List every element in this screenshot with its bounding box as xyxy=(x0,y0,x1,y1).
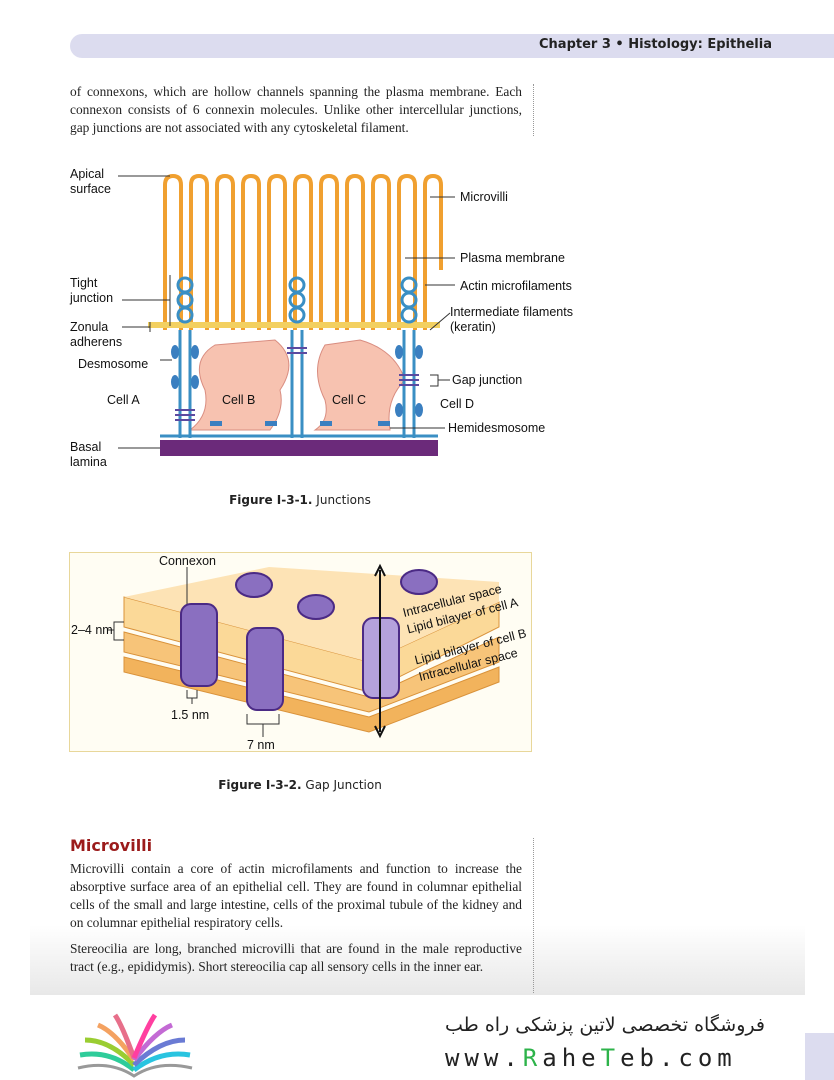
caption-title: Junctions xyxy=(316,493,371,507)
label-intermediate: Intermediate filaments xyxy=(450,305,573,319)
zonula-adherens-band xyxy=(148,322,440,328)
label-zonula: Zonula xyxy=(70,320,108,334)
column-divider-2 xyxy=(533,838,534,993)
label-microvilli: Microvilli xyxy=(460,190,508,204)
caption-number: Figure I-3-2. xyxy=(218,778,302,792)
cell-membranes xyxy=(160,276,438,438)
figure1-caption: Figure I-3-1. Junctions xyxy=(0,493,600,507)
label-gap-width: 2–4 nm xyxy=(71,623,113,637)
cell-c-cytoplasm xyxy=(313,339,406,431)
gap-junction-diagram: Connexon 2–4 nm 1.5 nm 7 nm Intracellula… xyxy=(69,552,532,752)
label-desmosome: Desmosome xyxy=(78,357,148,371)
label-tight-2: junction xyxy=(69,291,113,305)
store-url[interactable]: www.RaheTeb.com xyxy=(445,1044,737,1072)
desmosomes xyxy=(171,345,423,426)
label-cell-c: Cell C xyxy=(332,393,366,407)
cell-b-cytoplasm xyxy=(188,339,290,431)
basal-lamina xyxy=(160,440,438,456)
label-tight: Tight xyxy=(70,276,98,290)
label-lamina: lamina xyxy=(70,455,107,469)
figure2-caption: Figure I-3-2. Gap Junction xyxy=(0,778,600,792)
store-name-persian: فروشگاه تخصصی لاتین پزشکی راه طب xyxy=(445,1014,765,1036)
intro-paragraph: of connexons, which are hollow channels … xyxy=(70,84,522,135)
stereocilia-paragraph: Stereocilia are long, branched microvill… xyxy=(70,941,522,974)
url-part: eb.com xyxy=(620,1044,737,1072)
url-part: ahe xyxy=(542,1044,601,1072)
label-apical-2: surface xyxy=(70,182,111,196)
label-diameter: 7 nm xyxy=(247,738,275,752)
label-cell-d: Cell D xyxy=(440,397,474,411)
gap-junctions xyxy=(175,347,419,421)
bottom-fade xyxy=(30,925,805,995)
running-header: Chapter 3 • Histology: Epithelia xyxy=(70,34,834,58)
url-part: R xyxy=(522,1044,543,1072)
label-apical: Apical xyxy=(70,167,104,181)
section-heading: Microvilli xyxy=(70,836,153,855)
label-connexon: Connexon xyxy=(159,554,216,568)
url-part: T xyxy=(600,1044,621,1072)
caption-title: Gap Junction xyxy=(305,778,382,792)
label-basal: Basal xyxy=(70,440,101,454)
microvilli-paragraph: Microvilli contain a core of actin micro… xyxy=(70,861,522,930)
url-part: www. xyxy=(445,1044,523,1072)
label-actin: Actin microfilaments xyxy=(460,279,572,293)
leader-lines xyxy=(118,175,455,449)
column-divider xyxy=(533,84,534,136)
label-pore-size: 1.5 nm xyxy=(171,708,209,722)
dimension-lines xyxy=(107,567,280,737)
caption-number: Figure I-3-1. xyxy=(229,493,313,507)
label-cell-b: Cell B xyxy=(222,393,255,407)
label-adherens: adherens xyxy=(70,335,122,349)
microvilli-membrane xyxy=(163,173,443,330)
junctions-diagram: Apical surface Microvilli Plasma membran… xyxy=(69,167,573,469)
label-keratin: (keratin) xyxy=(450,320,496,334)
page-tab-block xyxy=(805,1033,834,1080)
label-hemidesmosome: Hemidesmosome xyxy=(448,421,545,435)
book-logo-icon xyxy=(77,1013,193,1078)
label-gap-junction: Gap junction xyxy=(452,373,522,387)
running-head-text: Chapter 3 • Histology: Epithelia xyxy=(539,37,772,52)
label-plasma-membrane: Plasma membrane xyxy=(460,251,565,265)
label-cell-a: Cell A xyxy=(107,393,140,407)
